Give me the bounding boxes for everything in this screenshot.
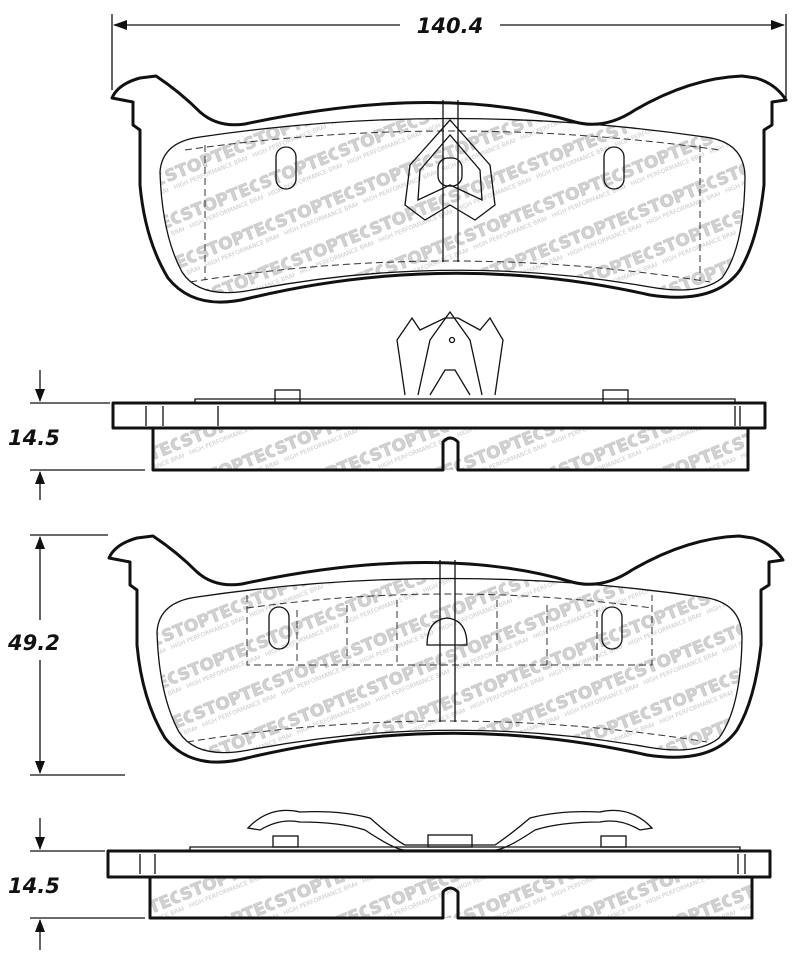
thickness-label-1: 14.5 (8, 426, 60, 450)
pad-front-view-2 (107, 534, 785, 764)
pad-side-view-2 (106, 809, 772, 920)
width-label: 140.4 (417, 14, 483, 38)
pad-front-view-1 (110, 74, 788, 304)
dimension-thickness-1: 14.5 (8, 370, 145, 500)
dimension-width: 140.4 (111, 14, 787, 98)
thickness-label-2: 14.5 (8, 874, 60, 898)
dimension-height: 49.2 (7, 534, 125, 776)
dimension-thickness-2: 14.5 (8, 818, 145, 950)
height-label: 49.2 (7, 631, 60, 655)
pad-side-view-1 (111, 310, 767, 472)
